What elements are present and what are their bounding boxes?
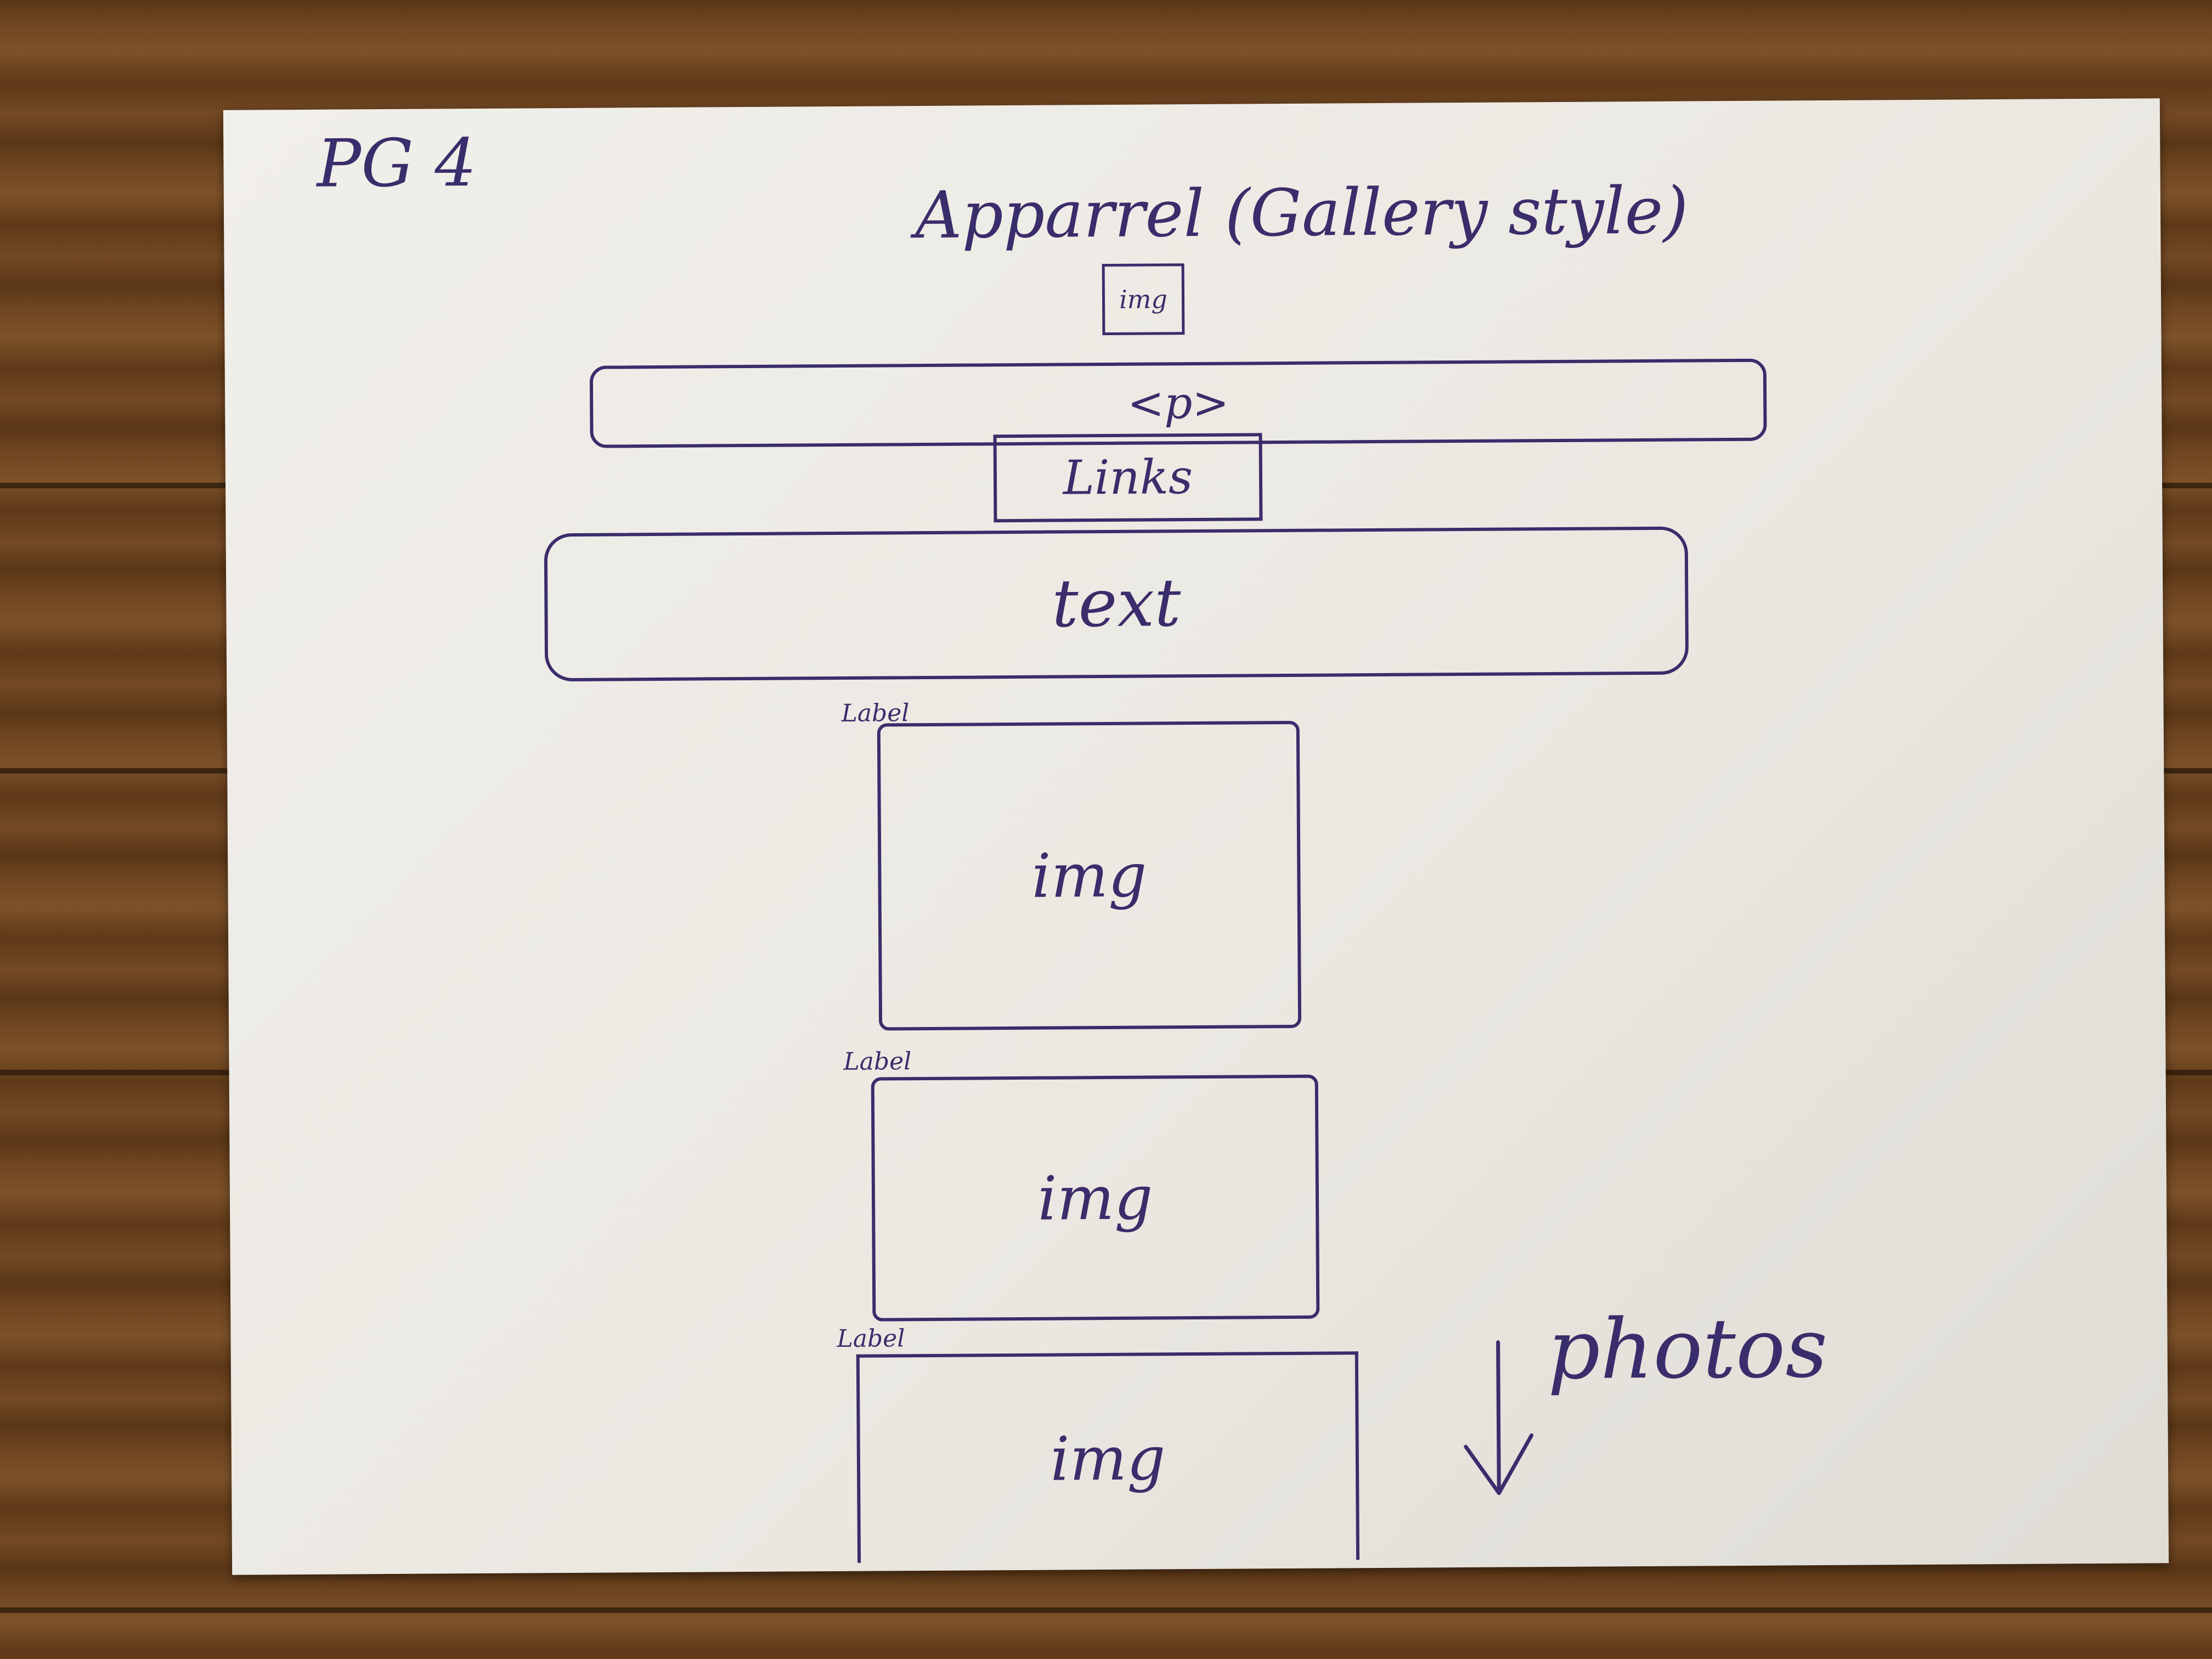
gallery-image-label: img	[1037, 1162, 1153, 1234]
gallery-image-label: img	[1031, 840, 1147, 911]
links-label: Links	[1063, 450, 1193, 506]
paragraph-label: <p>	[1127, 377, 1229, 429]
gallery-image-label: img	[1050, 1423, 1166, 1494]
header-image-placeholder: img	[1102, 263, 1185, 336]
gallery-image-placeholder: img	[871, 1074, 1320, 1322]
wood-seam	[0, 1607, 2212, 1613]
page-title: Apparrel (Gallery style)	[915, 172, 1689, 253]
gallery-item-label: Label	[843, 1047, 912, 1076]
gallery-image-placeholder: img	[856, 1351, 1360, 1563]
more-photos-note: photos	[1547, 1300, 1828, 1398]
text-block: text	[544, 526, 1689, 682]
down-arrow-icon	[1464, 1340, 1534, 1496]
text-label: text	[1051, 565, 1181, 642]
gallery-image-placeholder: img	[877, 720, 1302, 1031]
sketch-paper: PG 4 Apparrel (Gallery style) img <p> Li…	[223, 98, 2169, 1575]
links-block: Links	[993, 433, 1263, 523]
gallery-item-label: Label	[837, 1324, 905, 1353]
gallery-item-label: Label	[841, 699, 910, 727]
page-label: PG 4	[317, 125, 477, 202]
header-image-label: img	[1119, 284, 1168, 314]
